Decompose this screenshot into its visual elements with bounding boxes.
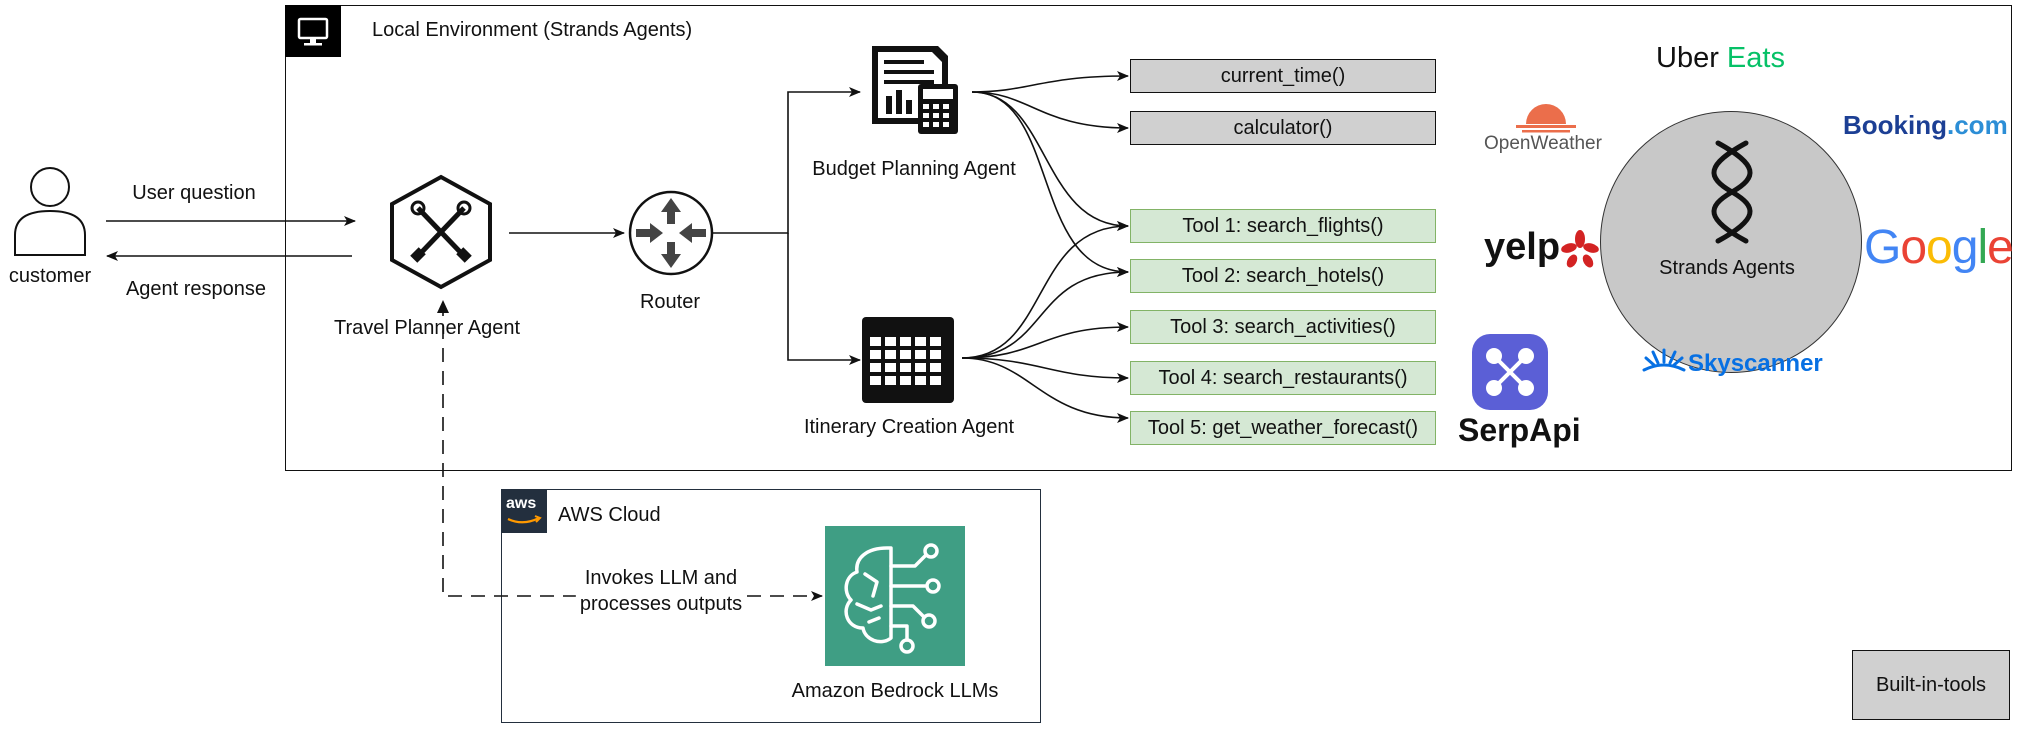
openweather-wordmark: OpenWeather <box>1484 133 1602 154</box>
aws-cloud-title: AWS Cloud <box>558 504 661 526</box>
booking-logo: Booking.com <box>1843 112 2008 138</box>
tool-search-flights: Tool 1: search_flights() <box>1130 209 1436 243</box>
google-logo: Google <box>1864 221 2014 274</box>
customer-label: customer <box>8 265 92 287</box>
budget-planning-agent-icon <box>868 44 962 136</box>
booking-wordmark: Booking <box>1843 110 1947 140</box>
router-label: Router <box>639 291 701 313</box>
itinerary-creation-agent-label: Itinerary Creation Agent <box>803 416 1015 438</box>
tool-search-activities: Tool 3: search_activities() <box>1130 310 1436 344</box>
tool-get-weather-forecast: Tool 5: get_weather_forecast() <box>1130 411 1436 445</box>
invokes-llm-label-line2: processes outputs <box>575 594 747 614</box>
invokes-llm-label-line1: Invokes LLM and <box>580 568 742 588</box>
google-letter-3: o <box>1926 221 1953 274</box>
user-question-label: User question <box>132 182 256 204</box>
customer-icon <box>12 165 92 257</box>
uber-wordmark: Uber <box>1656 42 1719 74</box>
booking-suffix: .com <box>1947 110 2008 140</box>
travel-planner-agent-label: Travel Planner Agent <box>333 317 521 339</box>
aws-badge-text: aws <box>506 495 537 512</box>
serpapi-wordmark: SerpApi <box>1458 412 1581 448</box>
router-to-itinerary-arrow <box>787 233 861 365</box>
amazon-bedrock-icon <box>825 526 965 666</box>
tool-search-restaurants: Tool 4: search_restaurants() <box>1130 361 1436 395</box>
tool-current-time: current_time() <box>1130 59 1436 93</box>
serpapi-icon <box>1472 334 1548 410</box>
router-icon <box>628 190 714 276</box>
aws-cloud-frame <box>501 489 1041 723</box>
yelp-wordmark: yelp <box>1484 226 1561 268</box>
travel-planner-agent-icon <box>388 174 494 290</box>
google-letter-4: g <box>1951 221 1979 274</box>
computer-icon <box>285 5 341 57</box>
llm-link-dashed <box>442 302 823 601</box>
strands-helix-icon <box>1700 139 1764 245</box>
aws-logo-icon: aws <box>501 489 547 533</box>
google-letter-6: e <box>1987 221 2014 274</box>
tool-search-hotels: Tool 2: search_hotels() <box>1130 259 1436 293</box>
router-to-budget-arrow <box>712 87 861 234</box>
amazon-bedrock-label: Amazon Bedrock LLMs <box>791 680 999 702</box>
legend-built-in-tools: Built-in-tools <box>1852 650 2010 720</box>
uber-eats-logo: Uber Eats <box>1656 44 1785 73</box>
skyscanner-sunrise-icon <box>1642 346 1686 376</box>
budget-planning-agent-label: Budget Planning Agent <box>812 158 1016 180</box>
google-letter-5: l <box>1977 221 1988 274</box>
tool-calculator: calculator() <box>1130 111 1436 145</box>
google-letter-1: G <box>1864 221 1901 274</box>
yelp-logo: yelp <box>1484 228 1560 266</box>
eats-wordmark: Eats <box>1726 42 1785 74</box>
openweather-logo: OpenWeather <box>1484 96 1614 156</box>
skyscanner-wordmark: Skyscanner <box>1688 350 1823 377</box>
agent-response-label: Agent response <box>125 278 267 300</box>
sun-icon <box>1516 104 1576 133</box>
itinerary-creation-agent-icon <box>860 315 956 405</box>
yelp-burst-icon <box>1561 230 1599 270</box>
google-letter-2: o <box>1900 221 1927 274</box>
local-environment-title: Local Environment (Strands Agents) <box>372 19 693 41</box>
local-environment-frame <box>285 5 2012 471</box>
strands-agents-label: Strands Agents <box>1659 257 1795 279</box>
